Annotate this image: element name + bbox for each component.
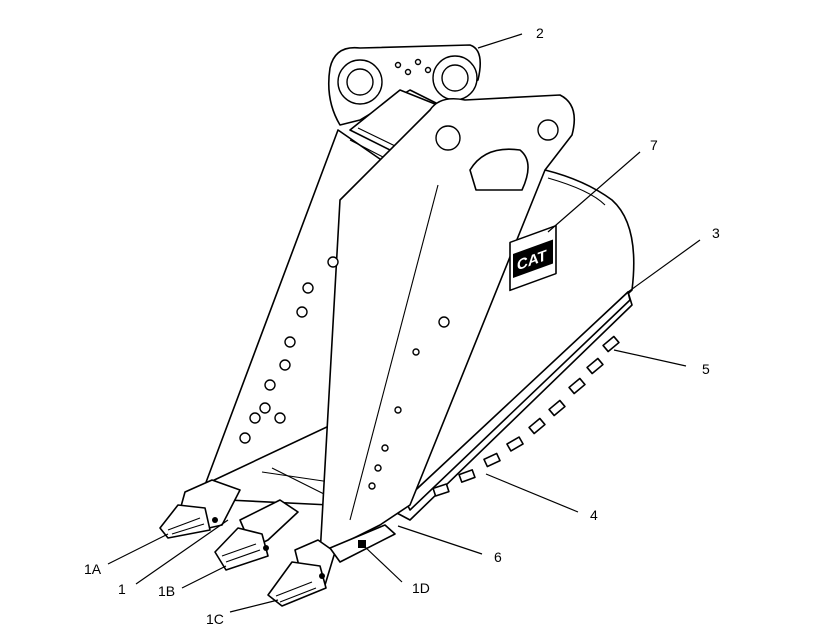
callout-4: 4: [590, 507, 598, 523]
callout-7: 7: [650, 137, 658, 153]
leader-lines: [107, 33, 701, 613]
callout-1b: 1B: [158, 583, 175, 599]
callout-3: 3: [712, 225, 720, 241]
tooth-1c: [267, 539, 336, 607]
right-plate-holes: [368, 316, 450, 490]
callout-1a: 1A: [84, 561, 102, 577]
callout-6: 6: [494, 549, 502, 565]
cutting-edge: [394, 291, 633, 521]
callout-1d: 1D: [412, 580, 430, 596]
side-adapter-1d: [329, 524, 396, 563]
cat-logo: CAT: [509, 224, 557, 292]
left-plate-holes: [239, 256, 339, 444]
tooth-1b: [214, 499, 299, 571]
side-wear-pads: [432, 335, 620, 497]
callout-1: 1: [118, 581, 126, 597]
callout-labels: 2 7 3 5 4 6 1D 1A 1 1B 1C: [84, 25, 720, 627]
left-mounting-ear: [327, 44, 481, 126]
callout-5: 5: [702, 361, 710, 377]
tooth-1a: [159, 479, 241, 539]
callout-2: 2: [536, 25, 544, 41]
callout-1c: 1C: [206, 611, 224, 627]
